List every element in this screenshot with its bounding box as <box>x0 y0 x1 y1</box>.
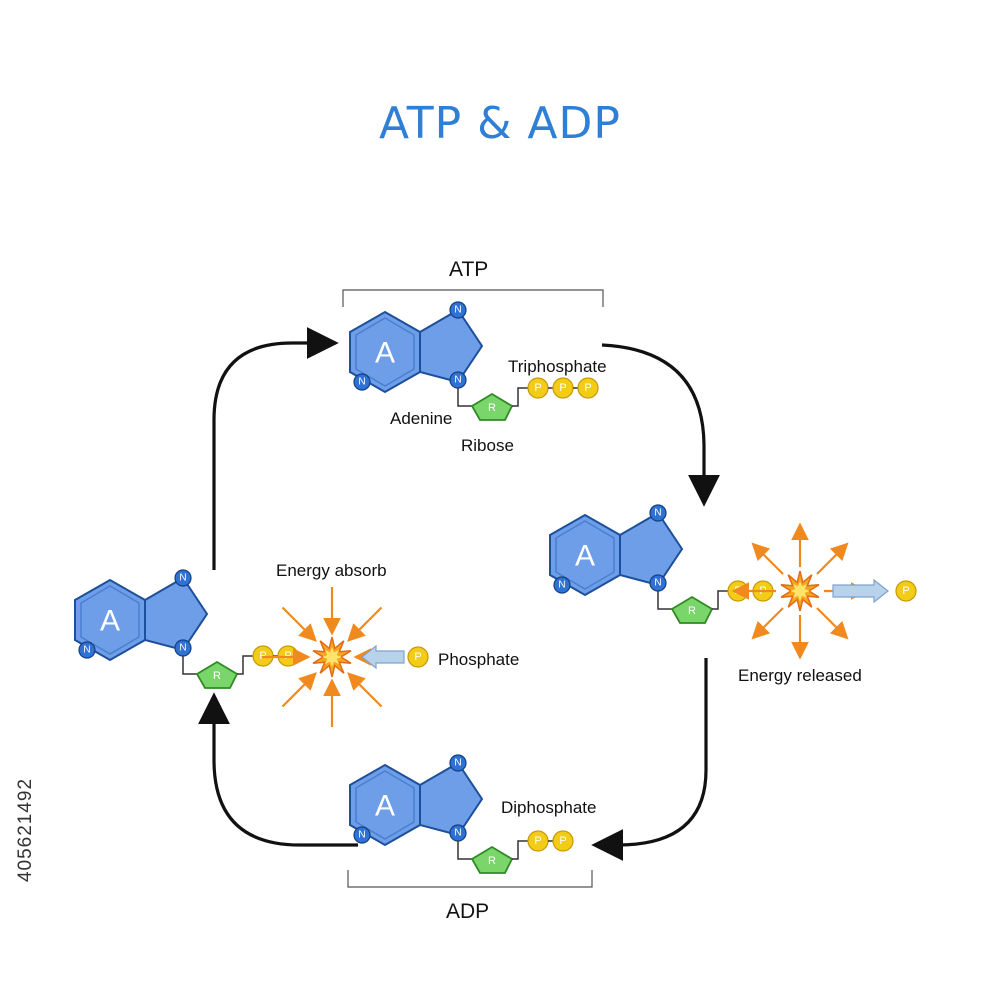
energy-ray <box>347 606 383 642</box>
nitrogen-letter: N <box>654 508 661 519</box>
nitrogen-atom <box>553 576 571 594</box>
glycosidic-bond <box>182 656 197 675</box>
nitrogen-atom <box>649 504 667 522</box>
ribose-sugar <box>470 392 514 421</box>
phosphate-bond <box>512 840 528 860</box>
nitrogen-atom <box>449 301 467 319</box>
nitrogen-atom <box>353 373 371 391</box>
ribose-letter: R <box>488 402 496 414</box>
adenine-ring-inner <box>355 317 415 387</box>
nitrogen-letter: N <box>454 375 461 386</box>
nitrogen-letter: N <box>654 578 661 589</box>
phosphate-letter: P <box>534 835 541 847</box>
nitrogen-atom <box>353 826 371 844</box>
page-title: ATP & ADP <box>379 98 621 149</box>
ribose-letter: R <box>688 605 696 617</box>
nitrogen-letter: N <box>358 830 365 841</box>
phosphate-input-arrow <box>361 644 405 670</box>
imidazole-ring <box>419 308 484 384</box>
nitrogen-letter: N <box>454 828 461 839</box>
nitrogen-atom <box>449 754 467 772</box>
ribose-sugar <box>470 845 514 874</box>
glycosidic-bond <box>657 591 672 610</box>
nitrogen-letter: N <box>83 645 90 656</box>
phosphate-letter: P <box>414 651 421 663</box>
energy-star-core <box>790 581 810 601</box>
phosphate-bond <box>512 387 528 407</box>
nitrogen-letter: N <box>358 377 365 388</box>
phosphate-letter: P <box>584 382 591 394</box>
energy-ray <box>281 606 317 642</box>
arrow-adp-to-atp-up <box>212 327 339 570</box>
label-ribose: Ribose <box>461 436 514 455</box>
glycosidic-bond <box>457 388 472 407</box>
stock-id-text: 405621492 <box>15 777 36 883</box>
energy-ray <box>816 542 849 575</box>
phosphate-group <box>577 377 599 399</box>
adenine-ring-inner <box>355 770 415 840</box>
arrow-hydrolysis-to-adp <box>591 658 708 861</box>
atp-bracket <box>342 289 604 307</box>
label-energy-released: Energy released <box>738 666 862 685</box>
phosphate-letter: P <box>559 382 566 394</box>
adenine-letter: A <box>375 790 395 823</box>
arrow-adp-to-synthesis <box>198 692 358 847</box>
nitrogen-letter: N <box>558 580 565 591</box>
adenine-letter: A <box>575 540 595 573</box>
adp-bracket <box>347 870 593 888</box>
imidazole-ring <box>619 511 684 587</box>
energy-ray <box>281 672 317 708</box>
nitrogen-atom <box>174 569 192 587</box>
nitrogen-letter: N <box>454 758 461 769</box>
imidazole-ring <box>419 761 484 837</box>
adenine-ring-inner <box>555 520 615 590</box>
ribose-sugar <box>670 595 714 624</box>
nitrogen-atom <box>78 641 96 659</box>
released-phosphate: P <box>895 580 917 602</box>
nitrogen-letter: N <box>179 573 186 584</box>
label-adenine: Adenine <box>390 409 453 428</box>
phosphate-release-arrow <box>832 578 889 604</box>
label-diphosphate: Diphosphate <box>501 798 597 817</box>
glycosidic-bond <box>457 841 472 860</box>
energy-release-burst <box>731 522 869 660</box>
arrow-atp-to-hydrolysis <box>601 343 720 507</box>
energy-ray <box>347 672 383 708</box>
phosphate-letter: P <box>534 382 541 394</box>
label-adp: ADP <box>446 900 490 923</box>
label-triphosphate: Triphosphate <box>508 357 607 376</box>
phosphate-bond <box>712 590 728 610</box>
phosphate-bond <box>237 655 253 675</box>
energy-ray <box>816 607 849 640</box>
energy-star-core <box>322 647 342 667</box>
adenine-letter: A <box>375 337 395 370</box>
ribose-letter: R <box>488 855 496 867</box>
label-atp: ATP <box>449 258 489 281</box>
ribose-letter: R <box>213 670 221 682</box>
ribose-sugar <box>195 660 239 689</box>
imidazole-ring <box>144 576 209 652</box>
energy-ray <box>751 607 784 640</box>
label-energy-absorb: Energy absorb <box>276 561 387 580</box>
adenine-letter: A <box>100 605 120 638</box>
energy-absorb-burst <box>262 587 402 727</box>
phosphate-group <box>407 646 429 668</box>
nitrogen-letter: N <box>179 643 186 654</box>
phosphate-group <box>552 830 574 852</box>
energy-ray <box>751 542 784 575</box>
nitrogen-letter: N <box>454 305 461 316</box>
adenine-ring-inner <box>80 585 140 655</box>
phosphate-letter: P <box>559 835 566 847</box>
incoming-phosphate: P <box>407 646 429 668</box>
stock-id-watermark: 405621492 <box>6 760 46 900</box>
label-phosphate: Phosphate <box>438 650 520 669</box>
phosphate-group <box>895 580 917 602</box>
phosphate-letter: P <box>902 585 909 597</box>
